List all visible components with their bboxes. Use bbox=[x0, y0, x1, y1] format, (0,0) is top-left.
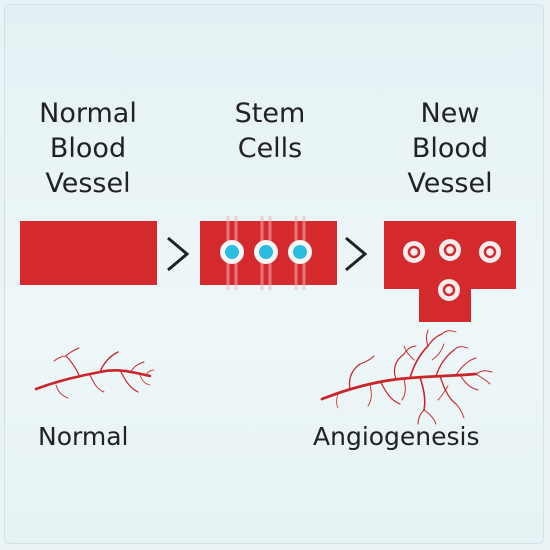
stage-label-stem-cells: Stem Cells bbox=[234, 98, 306, 164]
caption-angiogenesis: Angiogenesis bbox=[313, 422, 480, 451]
new-cell-3 bbox=[479, 241, 501, 263]
new-cell-1 bbox=[403, 241, 425, 263]
new-cell-4 bbox=[438, 279, 460, 301]
stem-cells-block bbox=[200, 216, 337, 290]
caption-normal: Normal bbox=[38, 422, 129, 451]
stem-cell-1 bbox=[220, 240, 244, 264]
new-vessel-block bbox=[384, 221, 516, 322]
stem-cell-3 bbox=[288, 240, 312, 264]
arrow-1 bbox=[167, 236, 190, 272]
stage-label-new-vessel: New Blood Vessel bbox=[407, 98, 493, 199]
new-cell-2 bbox=[439, 239, 461, 261]
normal-vessel-block bbox=[20, 221, 157, 285]
stem-cell-2 bbox=[254, 240, 278, 264]
arrow-2 bbox=[345, 236, 368, 272]
stage-label-normal-vessel: Normal Blood Vessel bbox=[39, 98, 137, 199]
dense-branching-vessel-icon bbox=[320, 329, 493, 425]
branching-vessel-icon bbox=[34, 347, 155, 399]
